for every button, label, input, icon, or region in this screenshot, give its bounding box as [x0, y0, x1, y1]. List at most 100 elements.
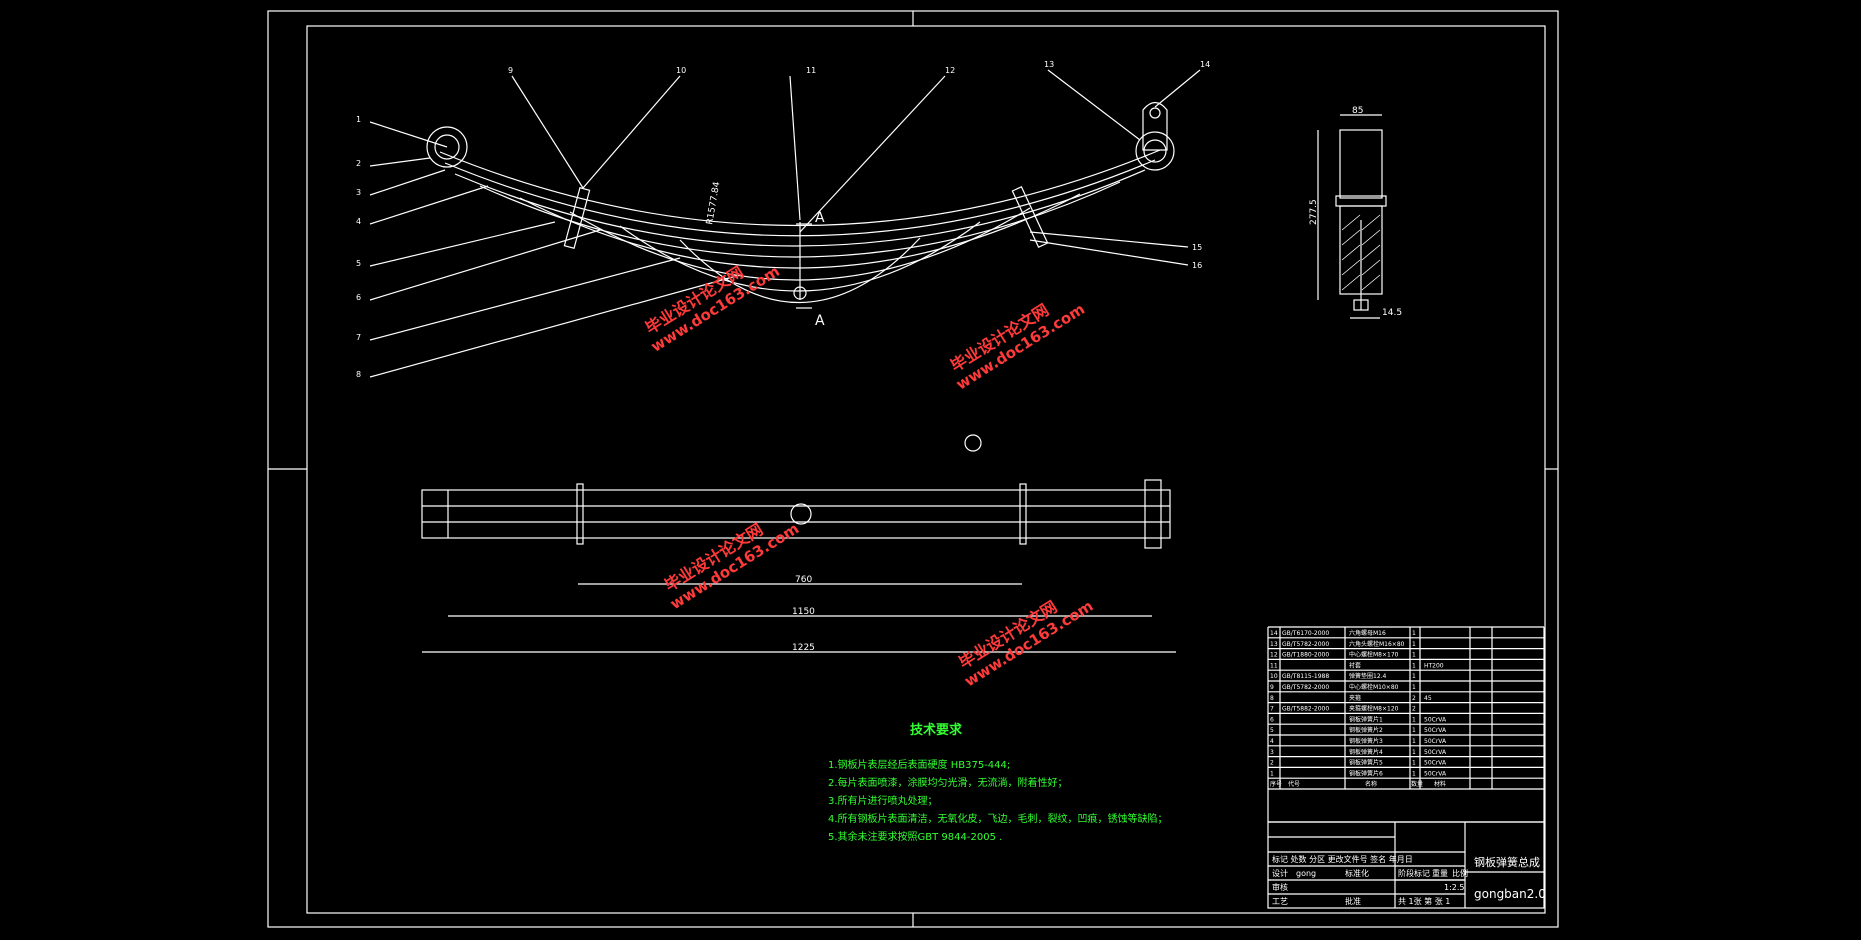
balloon-label: 15 — [1192, 243, 1202, 252]
tech-item-5: 5.其余未注要求按照GBT 9844-2005 . — [828, 830, 1002, 843]
bom-cell-qty: 1 — [1412, 684, 1416, 691]
bom-cell-name: 六角头螺栓M16×80 — [1349, 640, 1405, 648]
tech-item-1: 1.钢板片表层经后表面硬度 HB375-444; — [828, 758, 1010, 771]
bom-header-no: 序号 — [1270, 780, 1282, 788]
plan-dim-inner: 760 — [795, 575, 812, 585]
bom-cell-mat: 50CrVA — [1424, 770, 1447, 777]
plan-clip-left — [576, 483, 584, 545]
balloon-label: 11 — [806, 66, 816, 75]
bom-cell-name: 弹簧垫圈12.4 — [1349, 672, 1387, 680]
balloon-leader — [789, 75, 801, 221]
bom-cell-qty: 2 — [1412, 706, 1416, 713]
bom-cell-qty: 1 — [1412, 770, 1416, 777]
section-label-bottom: A — [815, 313, 825, 329]
tech-requirements: 技术要求 1.钢板片表层经后表面硬度 HB375-444; 2.每片表面喷漆，涂… — [828, 722, 1168, 843]
bom-cell-no: 13 — [1270, 641, 1278, 648]
plan-shackle — [1144, 479, 1162, 549]
bom-cell-qty: 1 — [1412, 662, 1416, 669]
bom-header-mat: 材料 — [1434, 780, 1446, 788]
balloon-leader — [511, 75, 584, 189]
bom-header-name: 名称 — [1365, 780, 1377, 788]
balloon-leader — [799, 75, 946, 233]
tb-weight-label: 重量 — [1432, 868, 1448, 878]
roughness-symbol — [964, 434, 982, 452]
balloon-leader — [1047, 69, 1141, 141]
balloon-leader — [369, 185, 489, 225]
bom-cell-name: 六角螺母M16 — [1349, 629, 1386, 637]
shackle — [1142, 101, 1168, 151]
clip-left — [563, 186, 591, 250]
bom-cell-name: 衬套 — [1349, 661, 1361, 669]
balloon-label: 6 — [356, 293, 361, 302]
bom-cell-mat: 45 — [1424, 695, 1432, 702]
bom-cell-mat: 50CrVA — [1424, 738, 1447, 745]
balloon-leader — [369, 229, 601, 301]
bom-cell-no: 6 — [1270, 716, 1274, 723]
bom-cell-no: 2 — [1270, 760, 1274, 767]
bom-cell-no: 5 — [1270, 727, 1274, 734]
tech-item-2: 2.每片表面喷漆，涂膜均匀光滑，无流淌，附着性好； — [828, 776, 1068, 789]
bom-cell-name: 钢板弹簧片5 — [1349, 759, 1383, 767]
bom-cell-no: 1 — [1270, 770, 1274, 777]
balloon-label: 1 — [356, 115, 361, 124]
tech-title: 技术要求 — [910, 722, 963, 738]
tb-stage-label: 阶段标记 — [1398, 868, 1430, 878]
balloon-label: 4 — [356, 217, 361, 226]
bom-cell-qty: 1 — [1412, 749, 1416, 756]
bom-cell-qty: 1 — [1412, 727, 1416, 734]
bom-cell-no: 10 — [1270, 673, 1278, 680]
watermark-3: 毕业设计论文网 www.doc163.com — [661, 519, 802, 613]
balloon-label: 16 — [1192, 261, 1202, 270]
balloon-label: 9 — [508, 66, 513, 75]
bom-header-qty: 数量 — [1411, 780, 1423, 788]
balloon-label: 5 — [356, 259, 361, 268]
bom-cell-name: 钢板弹簧片6 — [1349, 769, 1383, 777]
balloon-label: 13 — [1044, 60, 1054, 69]
title-block: 标记 处数 分区 更改文件号 签名 年月日 设计 gong 标准化 审核 工艺 … — [1267, 821, 1546, 909]
side-leaf-hatching — [1341, 214, 1381, 291]
bom-cell-mat: 50CrVA — [1424, 760, 1447, 767]
balloon-leader — [1029, 231, 1189, 248]
side-nut — [1353, 299, 1369, 311]
bom-cell-name: 夹箍螺栓M8×120 — [1349, 705, 1399, 713]
balloon-leader — [369, 274, 741, 378]
side-dim-top: 85 — [1352, 106, 1363, 116]
bom-cell-no: 3 — [1270, 749, 1274, 756]
tb-scale-label: 比例 — [1452, 868, 1468, 878]
bom-cell-qty: 1 — [1412, 760, 1416, 767]
balloon-leader — [1154, 69, 1201, 108]
centre-bolt-nut — [793, 286, 807, 300]
plan-centre-bolt — [790, 503, 812, 525]
bom-cell-no: 14 — [1270, 630, 1278, 637]
bom-cell-name: 钢板弹簧片2 — [1349, 726, 1383, 734]
bom-cell-qty: 1 — [1412, 641, 1416, 648]
watermark-2: 毕业设计论文网 www.doc163.com — [947, 300, 1088, 394]
bom-cell-code: GB/T5782-2000 — [1282, 641, 1329, 648]
balloon-leader — [1029, 239, 1189, 266]
tb-scale-value: 1:2.5 — [1444, 883, 1465, 892]
title-block-frame — [1267, 821, 1545, 909]
bom-cell-name: 钢板弹簧片4 — [1349, 748, 1383, 756]
tb-process-label: 工艺 — [1272, 897, 1288, 906]
bom-cell-name: 钢板弹簧片1 — [1349, 715, 1383, 723]
bom-cell-mat: 50CrVA — [1424, 749, 1447, 756]
balloon-label: 10 — [676, 66, 686, 75]
balloon-leader — [369, 157, 431, 167]
bom-cell-qty: 2 — [1412, 695, 1416, 702]
bom-cell-no: 11 — [1270, 662, 1278, 669]
balloon-label: 12 — [945, 66, 955, 75]
arc-radius-label: R1577.84 — [705, 181, 722, 226]
bom-cell-code: GB/T5782-2000 — [1282, 684, 1329, 691]
bom-cell-name: 钢板弹簧片3 — [1349, 737, 1383, 745]
bom-cell-code: GB/T5882-2000 — [1282, 706, 1329, 713]
left-eye-bush — [434, 134, 460, 160]
plan-dim-mid: 1150 — [792, 607, 815, 617]
bom-header-code: 代号 — [1288, 780, 1300, 788]
tb-designer: gong — [1296, 869, 1316, 878]
bom-cell-mat: 50CrVA — [1424, 716, 1447, 723]
bom-cell-no: 7 — [1270, 706, 1274, 713]
balloon-leader — [369, 169, 446, 196]
side-dim-bottom: 14.5 — [1382, 308, 1402, 318]
